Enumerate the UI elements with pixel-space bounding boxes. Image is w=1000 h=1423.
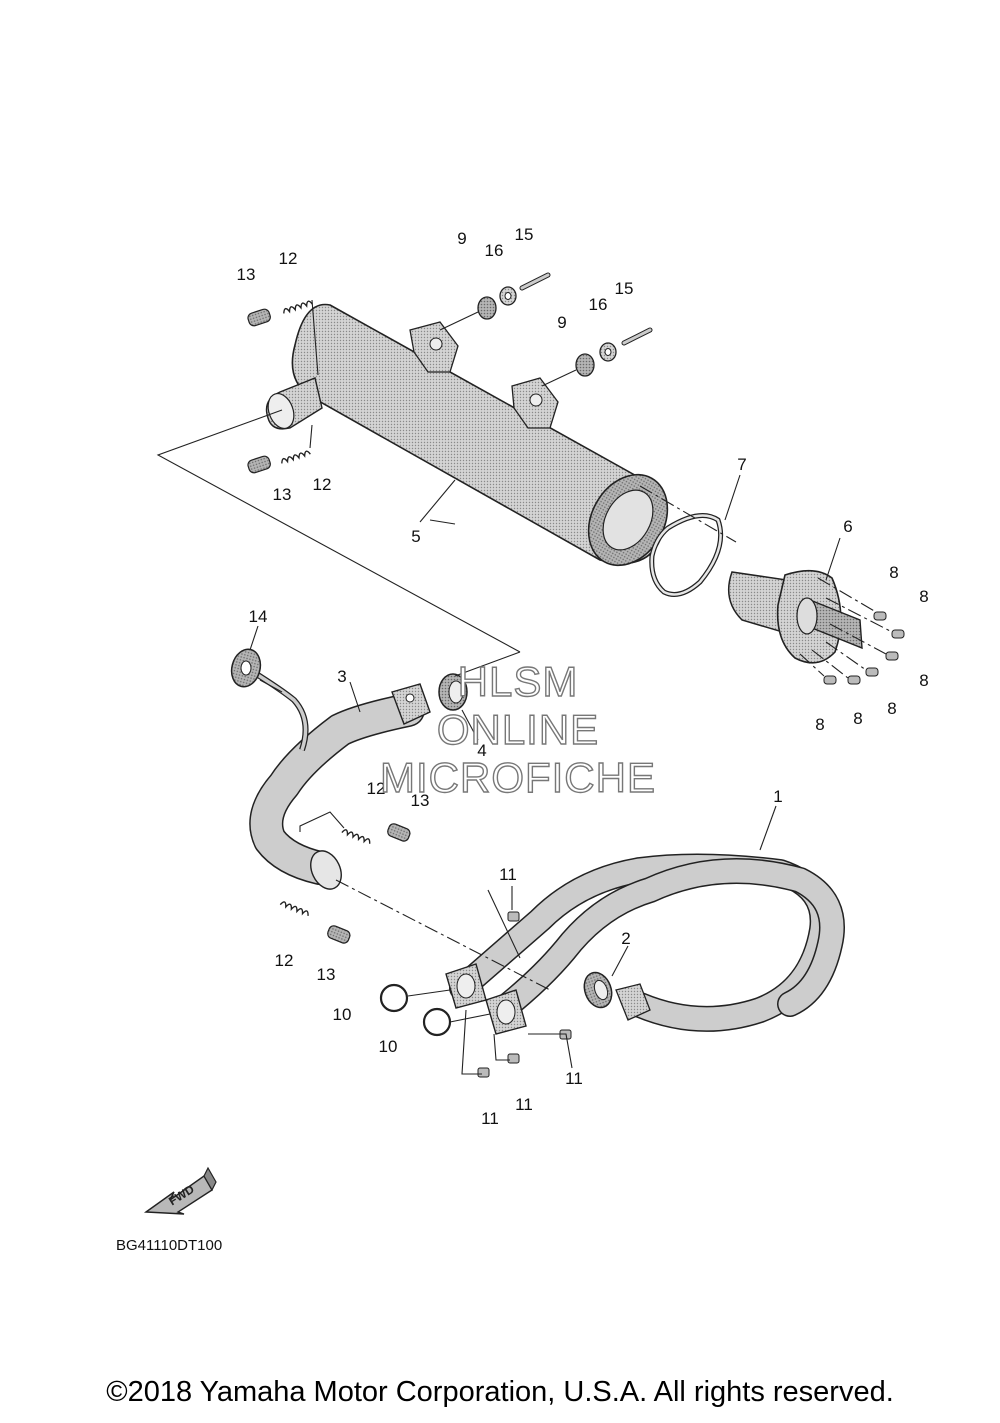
screws-8[interactable]: [799, 577, 905, 685]
watermark-line2: ONLINE: [437, 706, 599, 753]
gasket-2-part[interactable]: [580, 969, 617, 1012]
watermark-line3: MICROFICHE: [380, 754, 656, 801]
callout-2: 2: [621, 929, 630, 948]
callout-12c: 12: [367, 779, 386, 798]
callout-13d: 13: [317, 965, 336, 984]
muffler-springs-pins[interactable]: [247, 299, 319, 474]
callout-11d: 11: [481, 1109, 499, 1128]
gasket-4-part[interactable]: [438, 673, 468, 711]
callout-13b: 13: [273, 485, 292, 504]
spark-arrester-part[interactable]: [727, 569, 863, 664]
watermark: HLSM ONLINE MICROFICHE: [379, 657, 656, 801]
callout-13a: 13: [237, 265, 256, 284]
gasket-part[interactable]: [649, 513, 724, 597]
diagram-code: BG41110DT100: [116, 1237, 222, 1254]
exhaust-pipe-3-part[interactable]: [248, 667, 431, 894]
callout-1: 1: [773, 787, 782, 806]
callout-labels: 1 2 3 4 5 6 7 8 8 8 8 8 8 9 9 10 10 11 1…: [237, 225, 929, 1128]
callout-12a: 12: [279, 249, 298, 268]
callout-10a: 10: [333, 1005, 352, 1024]
watermark-line1: HLSM: [458, 658, 579, 705]
callout-8d: 8: [887, 699, 896, 718]
pipe-springs-pins[interactable]: [279, 811, 411, 945]
damper-14-part[interactable]: [228, 646, 265, 690]
callout-14: 14: [249, 607, 268, 626]
callout-4: 4: [477, 741, 486, 760]
muffler-mount-hardware[interactable]: [439, 272, 653, 387]
callout-8e: 8: [853, 709, 862, 728]
callout-12d: 12: [275, 951, 294, 970]
callout-5: 5: [411, 527, 420, 546]
callout-3: 3: [337, 667, 346, 686]
callout-8c: 8: [919, 671, 928, 690]
gaskets-10-part[interactable]: [379, 983, 452, 1037]
callout-15a: 15: [515, 225, 534, 244]
callout-6: 6: [843, 517, 852, 536]
callout-7: 7: [737, 455, 746, 474]
callout-12b: 12: [313, 475, 332, 494]
callout-16a: 16: [485, 241, 504, 260]
callout-8f: 8: [815, 715, 824, 734]
callout-8b: 8: [919, 587, 928, 606]
exhaust-pipe-1-part[interactable]: [445, 853, 845, 1035]
callout-9a: 9: [457, 229, 466, 248]
callout-9b: 9: [557, 313, 566, 332]
fwd-arrow-icon: FWD: [143, 1166, 217, 1215]
callout-11a: 11: [499, 865, 517, 884]
callout-8a: 8: [889, 563, 898, 582]
copyright-notice: ©2018 Yamaha Motor Corporation, U.S.A. A…: [106, 1376, 894, 1408]
muffler-part[interactable]: [264, 303, 684, 580]
callout-15b: 15: [615, 279, 634, 298]
callout-10b: 10: [379, 1037, 398, 1056]
callout-11c: 11: [515, 1095, 533, 1114]
callout-13c: 13: [411, 791, 430, 810]
callout-11b: 11: [565, 1069, 583, 1088]
assembly-lines: [156, 409, 841, 1075]
callout-16b: 16: [589, 295, 608, 314]
